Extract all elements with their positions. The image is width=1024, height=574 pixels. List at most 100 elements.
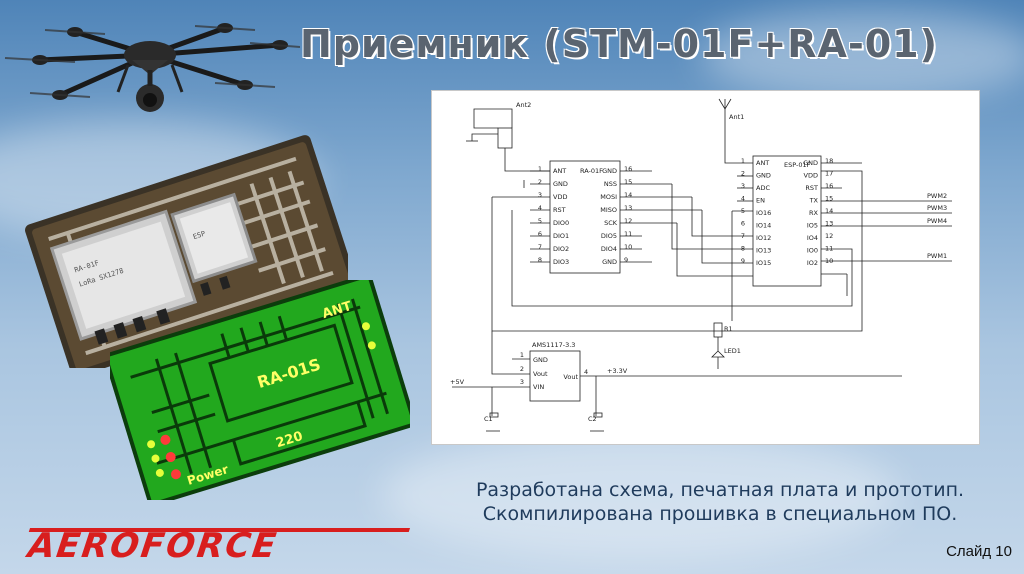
esp-pin-label: RX [809, 209, 819, 217]
esp-pin-number: 7 [741, 232, 745, 240]
ra-pin-number: 7 [538, 243, 542, 251]
esp-pin-label: GND [756, 172, 771, 180]
esp-pin-label: IO15 [756, 259, 771, 267]
esp-pin-label: IO5 [807, 222, 818, 230]
esp-pin-label: IO2 [807, 259, 818, 267]
r1-label: R1 [724, 325, 733, 333]
regulator-pin-number: 4 [584, 368, 588, 376]
ra01f-name: RA-01F [580, 167, 603, 175]
caption-line: Разработана схема, печатная плата и прот… [475, 479, 965, 501]
plus33v-label: +3.3V [607, 367, 628, 375]
pwm-label: PWM1 [927, 252, 947, 260]
esp-pin-number: 12 [825, 232, 833, 240]
ra-pin-number: 9 [624, 256, 628, 264]
esp-pin-number: 6 [741, 220, 745, 228]
esp-pin-label: TX [809, 197, 819, 205]
ra-pin-label: MISO [600, 206, 617, 214]
esp-pin-number: 11 [825, 245, 833, 253]
esp-pin-number: 5 [741, 207, 745, 215]
led1-label: LED1 [724, 347, 741, 355]
cloud [380, 430, 900, 560]
ra-pin-label: VDD [553, 193, 567, 201]
ra-pin-number: 5 [538, 217, 542, 225]
ant2-label: Ant2 [516, 101, 531, 109]
aeroforce-logo: AEROFORCE [22, 527, 411, 562]
regulator-pin-number: 3 [520, 378, 524, 386]
esp-pin-number: 10 [825, 257, 833, 265]
ra-pin-label: DIO5 [601, 232, 617, 240]
ra-pin-label: DIO1 [553, 232, 569, 240]
esp-pin-label: RST [805, 184, 818, 192]
ra-pin-number: 13 [624, 204, 632, 212]
regulator-pin-label: VIN [533, 383, 544, 391]
ra-pin-label: GND [553, 180, 568, 188]
ra-pin-number: 4 [538, 204, 542, 212]
esp-pin-label: ADC [756, 184, 770, 192]
ra-pin-number: 12 [624, 217, 632, 225]
caption-line: Скомпилирована прошивка в специальном ПО… [482, 503, 958, 525]
esp-pin-number: 17 [825, 170, 833, 178]
ra-pin-label: GND [602, 167, 617, 175]
esp-pin-label: GND [803, 159, 818, 167]
c1-label: C1 [484, 415, 493, 423]
esp-pin-number: 18 [825, 157, 833, 165]
esp-pin-number: 9 [741, 257, 745, 265]
ra-pin-number: 11 [624, 230, 632, 238]
esp-pin-number: 13 [825, 220, 833, 228]
drone-image [4, 23, 300, 112]
esp-pin-label: IO0 [807, 247, 818, 255]
ra-pin-number: 8 [538, 256, 542, 264]
ra-pin-number: 15 [624, 178, 632, 186]
ra-pin-number: 14 [624, 191, 632, 199]
schematic-diagram: Ant2 Ant1 RA-01F ESP-01F AMS1117-3.3 +5V… [431, 90, 980, 445]
ra-pin-number: 16 [624, 165, 632, 173]
esp-pin-number: 15 [825, 195, 833, 203]
esp-pin-label: VDD [804, 172, 818, 180]
pwm-label: PWM4 [927, 217, 947, 225]
plus5v-label: +5V [450, 378, 465, 386]
esp-pin-label: EN [756, 197, 765, 205]
regulator-pin-label: GND [533, 356, 548, 364]
esp-pin-label: ANT [756, 159, 769, 167]
esp-pin-number: 3 [741, 182, 745, 190]
ra-pin-number: 6 [538, 230, 542, 238]
ra-pin-label: MOSI [600, 193, 617, 201]
svg-text:ESP: ESP [192, 230, 207, 242]
esp01f-name: ESP-01F [784, 161, 811, 169]
prototype-photo: RA-01F LoRa SX1278 ESP [25, 135, 348, 368]
ra-pin-label: DIO3 [553, 258, 569, 266]
ra-pin-label: DIO0 [553, 219, 569, 227]
ra-pin-label: SCK [604, 219, 618, 227]
regulator-pin-number: 2 [520, 365, 524, 373]
esp-pin-label: IO14 [756, 222, 771, 230]
ra-pin-number: 2 [538, 178, 542, 186]
esp-pin-label: IO16 [756, 209, 771, 217]
regulator-pin-label: Vout [533, 370, 548, 378]
regulator-pin-number: 1 [520, 351, 524, 359]
regulator-pin-label: Vout [563, 373, 578, 381]
pwm-label: PWM3 [927, 204, 947, 212]
esp-pin-label: IO4 [807, 234, 818, 242]
regulator-name: AMS1117-3.3 [532, 341, 575, 349]
slide-number: Слайд 10 [946, 543, 1012, 560]
esp-pin-number: 14 [825, 207, 833, 215]
esp-pin-label: IO13 [756, 247, 771, 255]
caption: Разработана схема, печатная плата и прот… [440, 478, 1000, 526]
ant1-label: Ant1 [729, 113, 744, 121]
ra-pin-label: ANT [553, 167, 566, 175]
esp-pin-number: 4 [741, 195, 745, 203]
esp-pin-number: 1 [741, 157, 745, 165]
esp-pin-number: 16 [825, 182, 833, 190]
logo-text: AEROFORCE [22, 527, 283, 562]
pcb-layout-image: RA-01S ANT Power 220 [110, 280, 410, 500]
ra-pin-label: DIO2 [553, 245, 569, 253]
esp-pin-number: 8 [741, 245, 745, 253]
ra-pin-number: 1 [538, 165, 542, 173]
cloud [700, 10, 1024, 100]
esp-pin-number: 2 [741, 170, 745, 178]
c2-label: C2 [588, 415, 597, 423]
ra-pin-label: GND [602, 258, 617, 266]
ra-pin-label: RST [553, 206, 566, 214]
ra-pin-number: 3 [538, 191, 542, 199]
